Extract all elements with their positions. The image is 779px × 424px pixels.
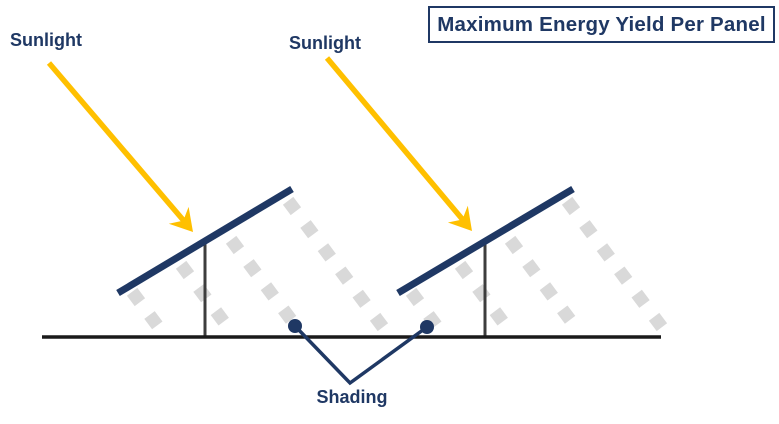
sunlight-arrow-right <box>324 56 472 231</box>
solar-panel-right <box>396 185 575 297</box>
shadow-dash-column <box>405 287 442 330</box>
solar-panel-left <box>116 185 294 297</box>
diagram-title-box: Maximum Energy Yield Per Panel <box>428 6 775 43</box>
shadow-dash-column <box>225 235 297 324</box>
shadow-dash-column <box>175 260 229 326</box>
shading-label: Shading <box>316 387 388 407</box>
shadow-dash-column <box>282 196 389 332</box>
shadow-dash-column <box>561 196 668 332</box>
shadow-dashes-left <box>126 196 389 332</box>
shading-point-right <box>420 320 434 334</box>
sunlight-label-right: Sunlight <box>289 33 361 53</box>
shading-callout-lines <box>293 324 429 386</box>
shading-point-left <box>288 319 302 333</box>
shadow-dash-column <box>504 235 576 324</box>
shadow-dash-column <box>454 260 508 326</box>
diagram-title: Maximum Energy Yield Per Panel <box>437 12 766 36</box>
shadow-dash-column <box>126 287 163 330</box>
shadow-dashes-right <box>405 196 668 332</box>
sunlight-label-left: Sunlight <box>10 30 82 50</box>
sunlight-arrow-left <box>46 61 193 232</box>
